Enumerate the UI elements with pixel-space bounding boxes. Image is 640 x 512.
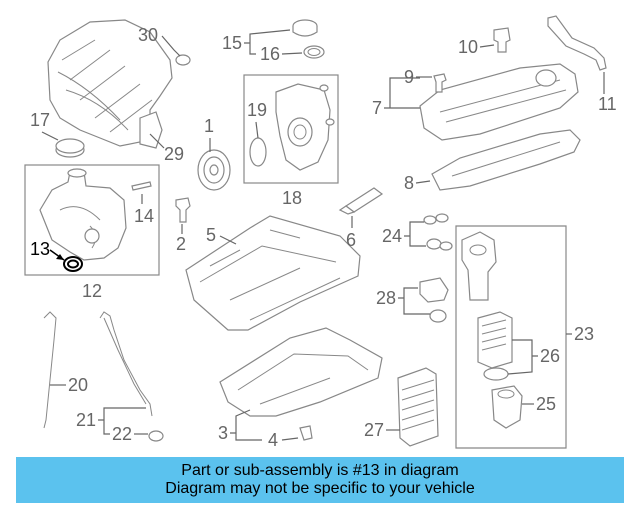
callout-label-27: 27	[364, 420, 384, 440]
callout-23: 23	[566, 324, 594, 344]
callout-25: 25	[522, 394, 556, 414]
sensor-part	[175, 197, 191, 223]
callout-label-7: 7	[372, 98, 382, 118]
banner-line-2: Diagram may not be specific to your vehi…	[165, 480, 475, 497]
callout-label-2: 2	[176, 234, 186, 254]
callout-label-9: 9	[404, 67, 414, 87]
oil-pan-upper	[185, 215, 361, 331]
callout-27: 27	[364, 420, 400, 440]
callout-label-20: 20	[68, 375, 88, 395]
callout-label-18: 18	[282, 188, 302, 208]
callout-15: 15	[222, 29, 291, 55]
callout-1: 1	[204, 116, 214, 152]
callout-label-23: 23	[574, 324, 594, 344]
callout-11: 11	[598, 72, 617, 114]
callout-label-22: 22	[112, 424, 132, 444]
callout-29: 29	[149, 133, 184, 164]
callout-label-30: 30	[138, 25, 158, 45]
callout-19: 19	[247, 100, 267, 139]
callout-label-13: 13	[30, 239, 50, 259]
callout-8: 8	[404, 173, 431, 193]
callout-label-29: 29	[164, 144, 184, 164]
coolant-housing-group	[24, 164, 160, 276]
callout-6: 6	[346, 216, 356, 250]
callout-label-3: 3	[218, 423, 228, 443]
callout-3: 3	[218, 409, 262, 443]
callout-label-25: 25	[536, 394, 556, 414]
seal-set	[419, 213, 453, 323]
callout-label-12: 12	[82, 281, 102, 301]
callout-22: 22	[112, 424, 148, 444]
callout-label-17: 17	[30, 110, 50, 130]
callout-24: 24	[382, 221, 426, 247]
callout-label-21: 21	[76, 410, 96, 430]
callout-4: 4	[268, 430, 299, 450]
callout-label-6: 6	[346, 230, 356, 250]
callout-label-24: 24	[382, 226, 402, 246]
intake-manifold	[47, 19, 191, 158]
callout-20: 20	[50, 375, 88, 395]
oil-cooler	[397, 367, 439, 447]
callout-label-28: 28	[376, 288, 396, 308]
callout-18: 18	[282, 188, 302, 208]
callout-label-15: 15	[222, 33, 242, 53]
banner-line-1: Part or sub-assembly is #13 in diagram	[181, 462, 459, 479]
parts-diagram: 30 29 17 13 12 14 1	[24, 15, 617, 450]
callout-16: 16	[260, 44, 303, 64]
callout-label-8: 8	[404, 173, 414, 193]
callout-26: 26	[507, 339, 560, 375]
callout-21: 21	[76, 407, 146, 435]
callout-label-14: 14	[134, 206, 154, 226]
oil-filler-cap	[292, 19, 325, 59]
callout-label-5: 5	[206, 225, 216, 245]
callout-12: 12	[82, 281, 102, 301]
callout-label-16: 16	[260, 44, 280, 64]
callout-9: 9	[404, 67, 432, 87]
oil-filter-group	[455, 225, 567, 449]
callout-13: 13	[30, 239, 65, 261]
callout-7: 7	[372, 77, 420, 118]
sealant-tube	[338, 187, 384, 215]
callout-label-4: 4	[268, 430, 278, 450]
callout-label-11: 11	[598, 94, 617, 114]
dipstick-tube	[43, 311, 164, 442]
crank-pulley	[197, 149, 231, 191]
callout-28: 28	[376, 287, 430, 315]
callout-label-26: 26	[540, 346, 560, 366]
info-banner: Part or sub-assembly is #13 in diagram D…	[16, 457, 624, 503]
oil-pan-lower	[219, 327, 383, 441]
callout-label-19: 19	[247, 100, 267, 120]
callout-2: 2	[176, 224, 186, 254]
callout-10: 10	[458, 37, 495, 57]
callout-label-1: 1	[204, 116, 214, 136]
callout-5: 5	[206, 225, 237, 245]
callout-17: 17	[30, 110, 59, 141]
callout-label-10: 10	[458, 37, 478, 57]
valve-cover	[419, 15, 607, 191]
callout-30: 30	[138, 25, 181, 57]
callout-14: 14	[134, 194, 154, 226]
timing-cover-group	[243, 74, 339, 184]
